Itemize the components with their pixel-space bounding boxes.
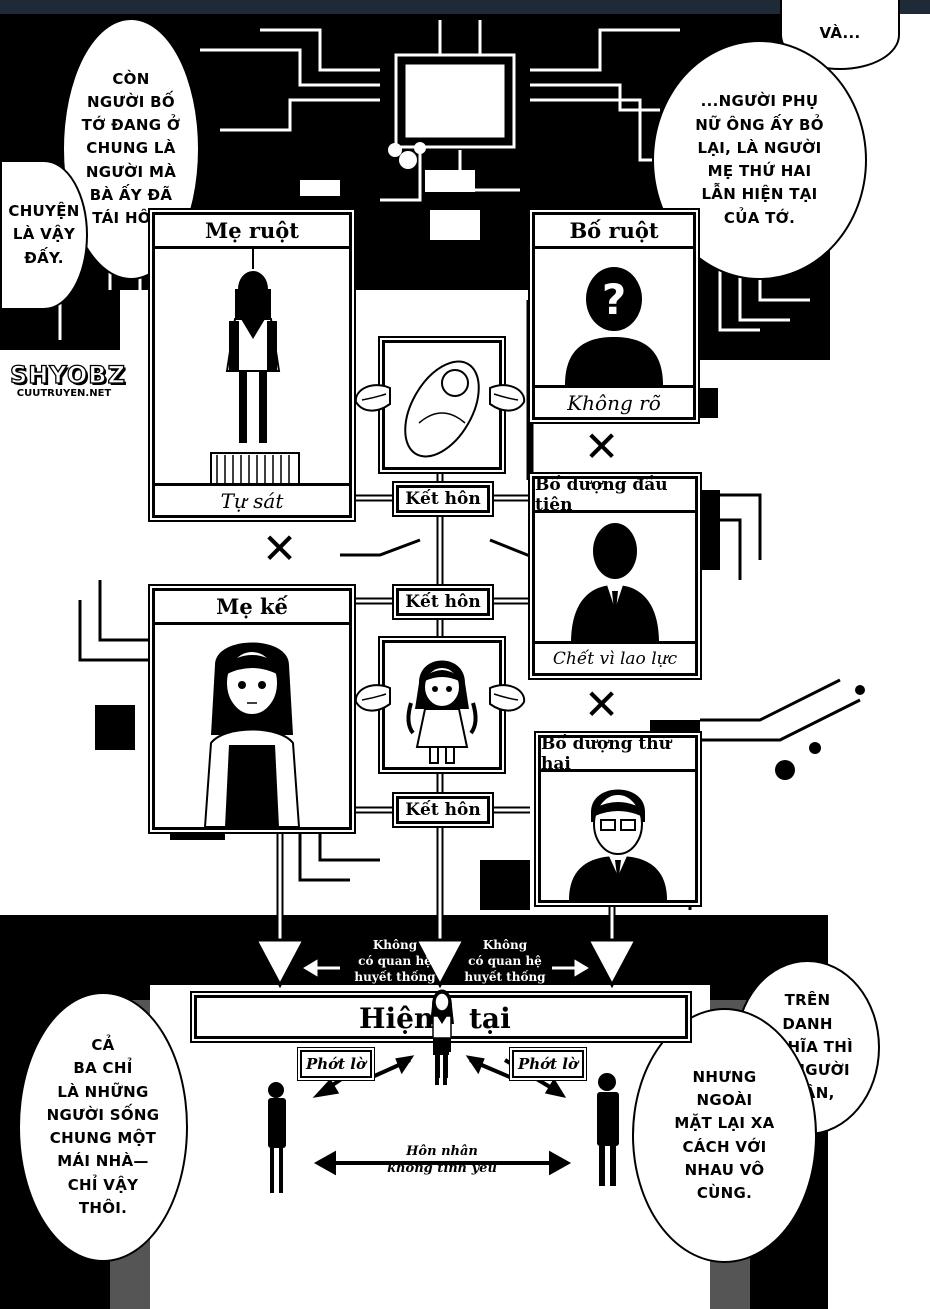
stepmother-figure (203, 642, 301, 827)
bubble-text: ...NGƯỜI PHỤ NỮ ÔNG ẤY BỎ LẠI, LÀ NGƯỜI … (695, 92, 824, 227)
panel-caption: Chết vì lao lực (535, 641, 695, 673)
birth-mother-figure (210, 249, 300, 485)
panel-title: Mẹ ruột (155, 215, 349, 249)
panel-baby (382, 340, 502, 470)
bubble-text: NHƯNG NGOÀI MẶT LẠI XA CÁCH VỚI NHAU VÔ … (674, 1067, 775, 1202)
marriage-label-2: Kết hôn (396, 588, 490, 616)
question-mark-icon: ? (601, 275, 627, 324)
child-girl-figure (406, 660, 478, 764)
panel-caption: Không rõ (535, 385, 693, 417)
bubble-text: CÒN NGƯỜI BỐ TỚ ĐANG Ở CHUNG LÀ NGƯỜI MÀ… (81, 69, 181, 228)
panel-first-stepfather: Bố dượng đầu tiên Chết vì lao lực (532, 475, 698, 676)
marriage-label-3: Kết hôn (396, 796, 490, 824)
first-stepfather-silhouette (571, 523, 659, 643)
marriage-label-1: Kết hôn (396, 485, 490, 513)
wing-left-icon (354, 684, 391, 712)
panel-title: Bố ruột (535, 215, 693, 249)
no-blood-relation-left: Không có quan hệ huyết thống (354, 938, 436, 985)
present-label-right: tại (469, 1002, 511, 1035)
panel-birth-father: Bố ruột ? Không rõ (532, 212, 696, 420)
logo-main-text: SHYOBZ (9, 361, 126, 389)
separation-cross-1: ✕ (584, 422, 620, 471)
ignore-tag-right: Phớt lờ (512, 1050, 584, 1078)
wing-right-icon (489, 684, 526, 712)
present-girl-figure (430, 989, 454, 1078)
panel-caption: Tự sát (155, 483, 349, 515)
panel-title: Mẹ kế (155, 591, 349, 625)
panel-birth-mother: Mẹ ruột Tự sát (152, 212, 352, 518)
board-code: A402 (707, 296, 718, 325)
scanlation-logo: SHYOBZ CUUTRUYEN.NET (9, 361, 126, 406)
wing-left-icon (354, 384, 391, 412)
top-bar (0, 0, 930, 14)
panel-title: Bố dượng thứ hai (541, 734, 695, 774)
second-stepfather-figure (569, 789, 667, 900)
bubble-text: CẢ BA CHỈ LÀ NHỮNG NGƯỜI SỐNG CHUNG MỘT … (46, 1036, 160, 1217)
bubble-text: VÀ... (819, 24, 861, 43)
speech-bubble-only-housemates: CẢ BA CHỈ LÀ NHỮNG NGƯỜI SỐNG CHUNG MỘT … (18, 992, 188, 1262)
separation-cross-3: ✕ (584, 680, 620, 729)
present-label-left: Hiện (359, 1002, 435, 1035)
ignore-tag-left: Phớt lờ (300, 1050, 372, 1078)
panel-title: Bố dượng đầu tiên (535, 475, 695, 515)
no-blood-relation-right: Không có quan hệ huyết thống (464, 938, 546, 985)
wing-right-icon (489, 384, 526, 412)
bubble-text: CHUYỆN LÀ VẬY ĐẤY. (8, 202, 80, 267)
baby-icon (404, 360, 480, 458)
panel-child-girl (382, 640, 502, 770)
logo-sub-text: CUUTRUYEN.NET (16, 388, 112, 399)
unknown-person-silhouette (565, 267, 663, 385)
panel-second-stepfather: Bố dượng thứ hai (538, 734, 698, 903)
speech-bubble-distant: NHƯNG NGOÀI MẶT LẠI XA CÁCH VỚI NHAU VÔ … (632, 1008, 817, 1263)
loveless-marriage-label: Hôn nhân không tình yêu (387, 1144, 497, 1176)
speech-bubble-thats-it: CHUYỆN LÀ VẬY ĐẤY. (0, 160, 88, 310)
cpu-chip (394, 53, 516, 149)
separation-cross-2: ✕ (262, 524, 298, 573)
panel-stepmother: Mẹ kế (152, 588, 352, 830)
